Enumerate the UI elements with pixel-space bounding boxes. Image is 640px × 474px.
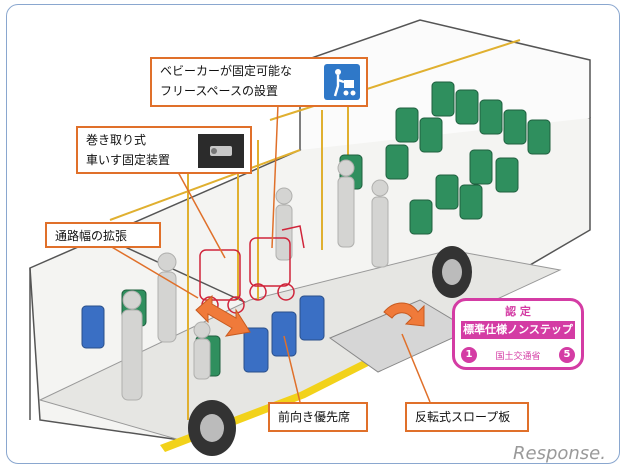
rear-seats-green: [121, 81, 551, 377]
response-watermark: Response.: [513, 443, 606, 464]
ramp-flip-arrow: [383, 302, 425, 327]
passenger-silhouettes: [121, 159, 389, 401]
callout-aisle-text: 通路幅の拡張: [55, 229, 128, 243]
badge-title: 標準仕様ノンステップバス: [461, 321, 575, 354]
image-frame: [6, 4, 620, 464]
retractor-device-photo-icon: [198, 134, 244, 168]
callout-retractor-line2: 車いす固定装置: [86, 153, 171, 167]
callout-stroller-line1: ベビーカーが固定可能な: [160, 64, 293, 78]
callout-leader-lines: [109, 103, 431, 403]
nonstep-certification-badge: 認 定 標準仕様ノンステップバス 1 国土交通省 5: [452, 298, 584, 370]
callout-retractor-line1: 巻き取り式: [86, 133, 147, 147]
callout-aisle-width: 通路幅の拡張: [45, 222, 161, 248]
callout-front-seat-text: 前向き優先席: [278, 410, 351, 424]
callout-stroller-line2: フリースペースの設置: [160, 84, 278, 98]
bus-wheels: [188, 246, 472, 456]
callout-retractor: 巻き取り式 車いす固定装置: [76, 126, 252, 174]
callout-stroller-space: ベビーカーが固定可能な フリースペースの設置: [150, 57, 368, 107]
badge-authority: 国土交通省: [495, 352, 541, 362]
priority-seats-blue: [81, 295, 325, 373]
callout-ramp-plate: 反転式スロープ板: [405, 402, 529, 432]
badge-footer: 1 国土交通省 5: [461, 347, 575, 365]
aisle-width-arrow: [195, 294, 251, 337]
badge-number-right: 5: [559, 347, 575, 363]
badge-number-left: 1: [461, 347, 477, 363]
stroller-sign-icon: [324, 64, 360, 100]
badge-heading: 認 定: [505, 305, 531, 318]
callout-front-priority-seat: 前向き優先席: [268, 402, 368, 432]
callout-ramp-text: 反転式スロープ板: [415, 410, 511, 424]
